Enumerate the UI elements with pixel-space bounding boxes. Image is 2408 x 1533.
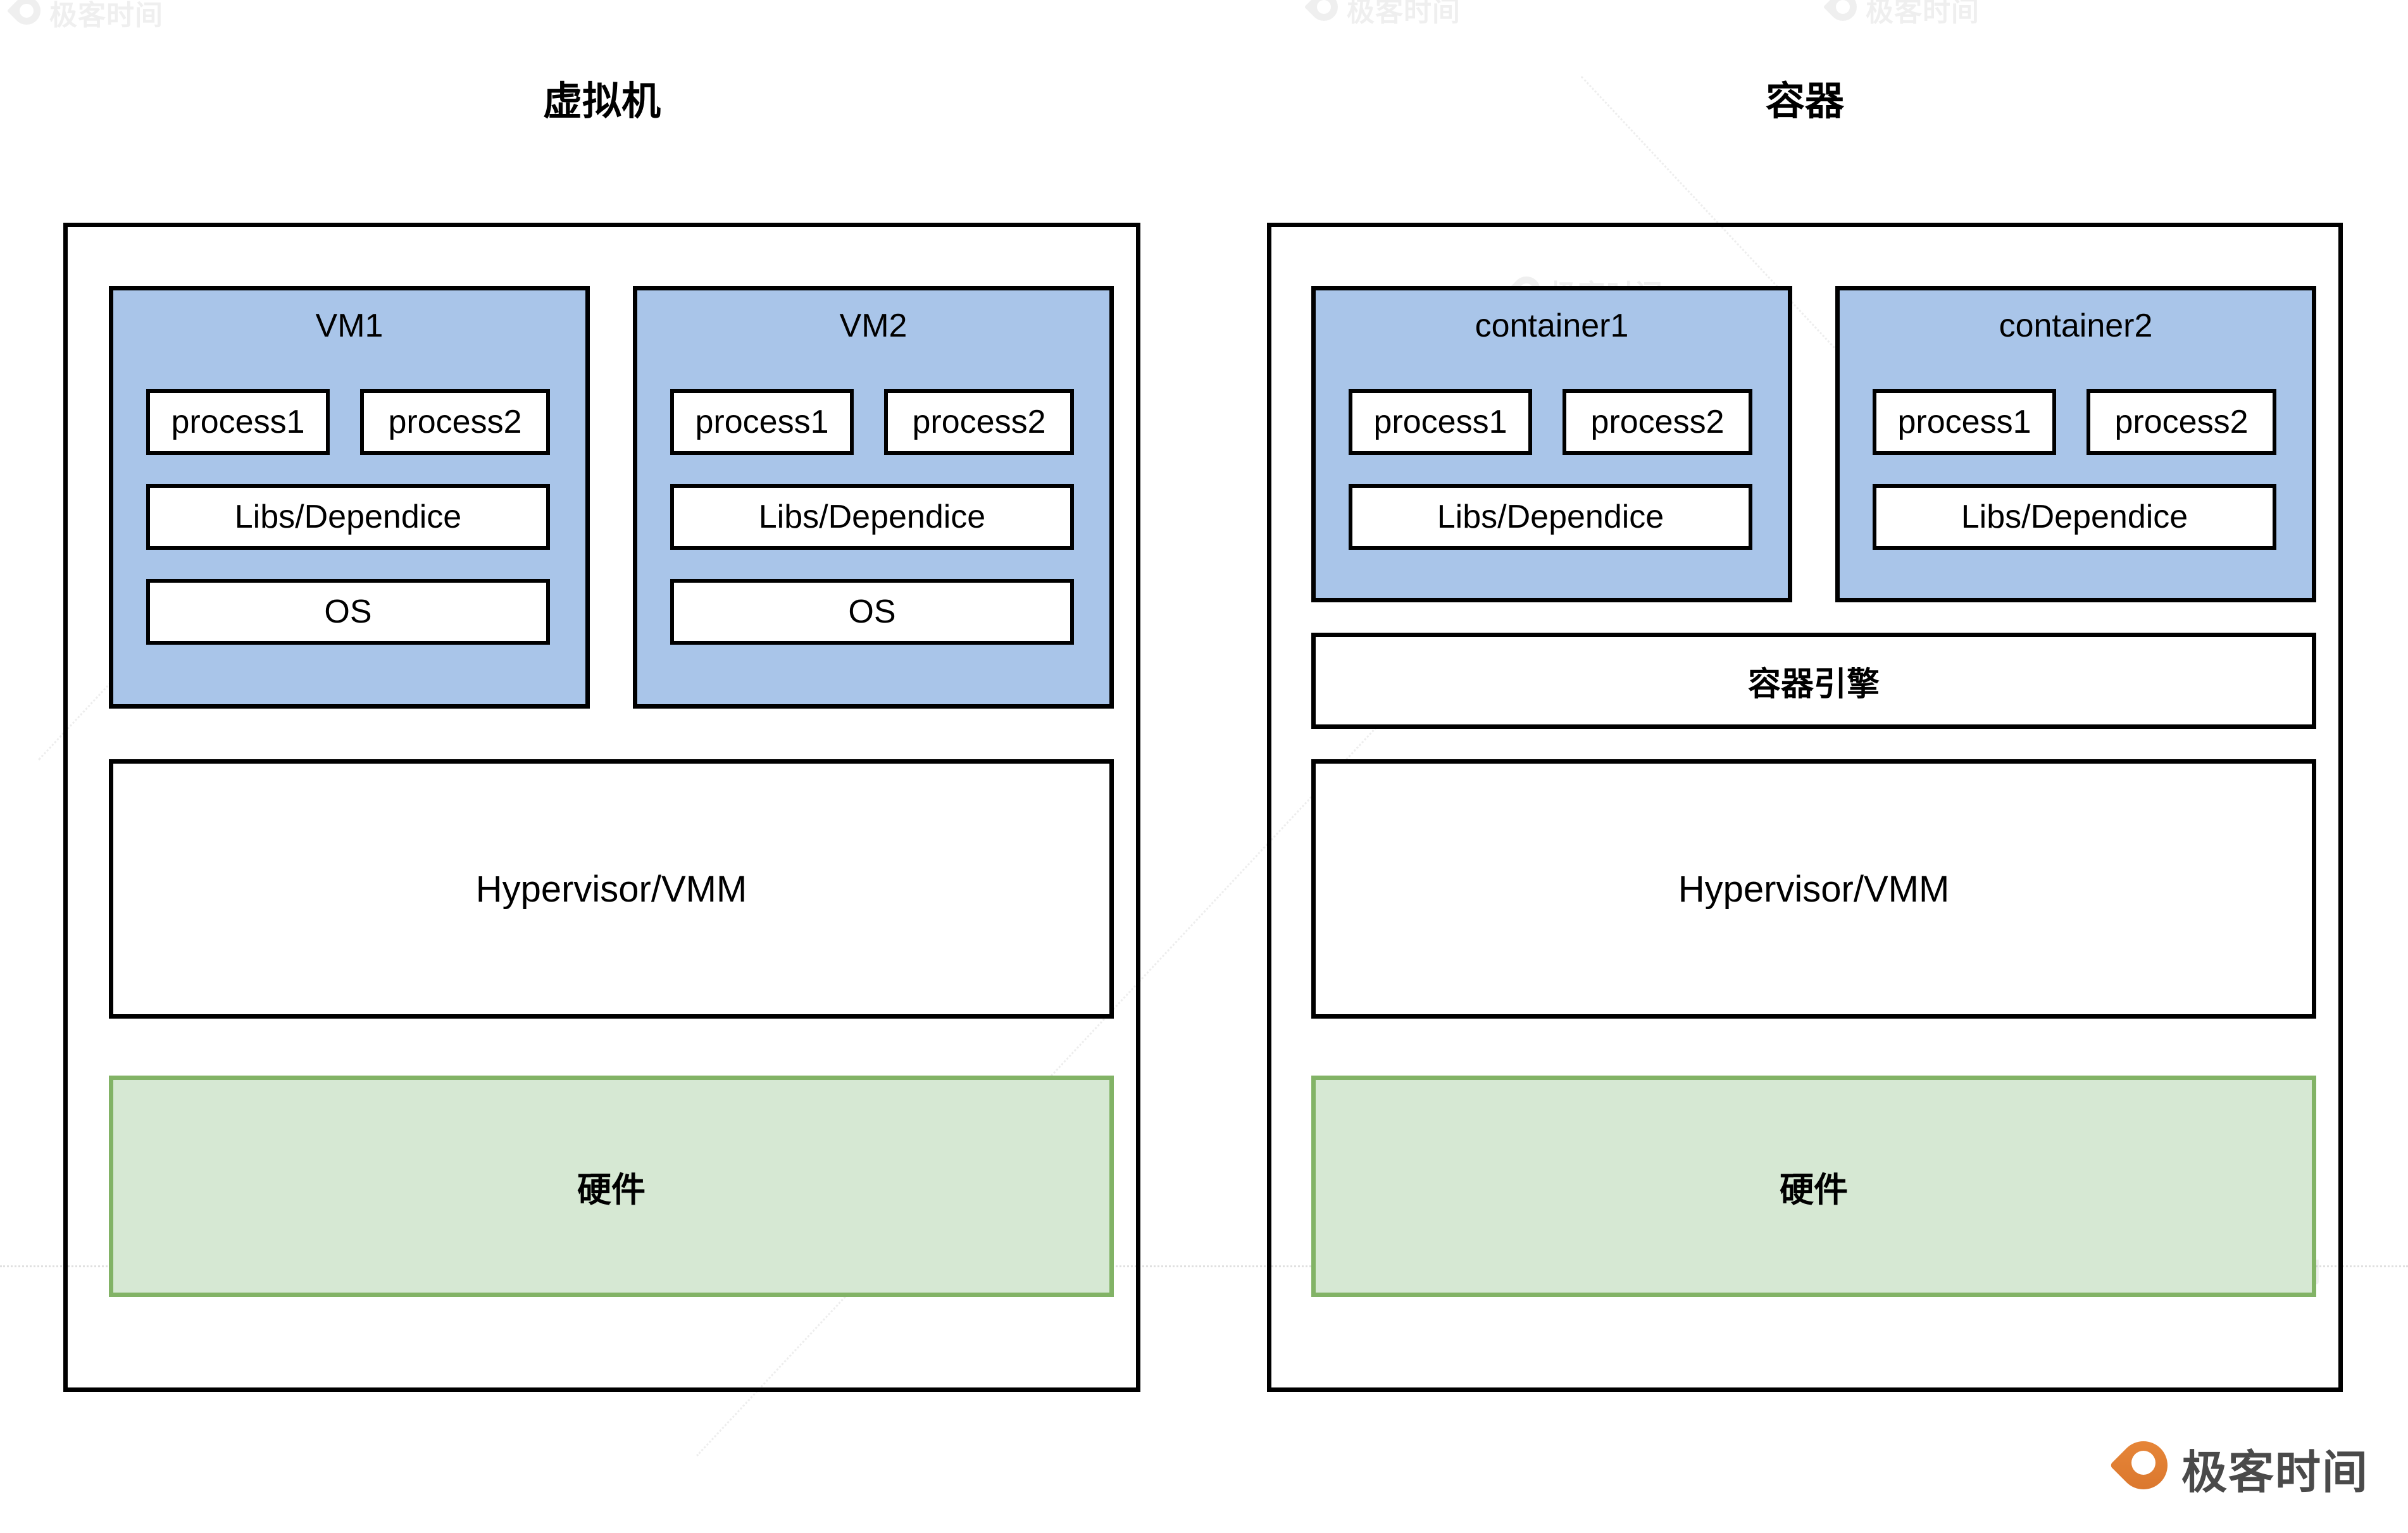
grid-line-horizontal bbox=[0, 1265, 2408, 1267]
container-hardware-box[interactable]: 硬件 bbox=[1311, 1076, 2316, 1297]
brand-logo: 极客时间 bbox=[2119, 1435, 2369, 1501]
container2-label: container2 bbox=[1999, 307, 2153, 344]
container2-process2-box[interactable]: process2 bbox=[2087, 389, 2276, 455]
watermark-text: 极客时间 bbox=[49, 0, 163, 31]
container2-libs-box[interactable]: Libs/Dependice bbox=[1873, 484, 2276, 550]
container2-process1-box[interactable]: process1 bbox=[1873, 389, 2056, 455]
brand-name: 极客时间 bbox=[2181, 1448, 2369, 1498]
container-hardware-label: 硬件 bbox=[1780, 1170, 1848, 1209]
geektime-logo-icon bbox=[1310, 0, 1338, 25]
vm2-label: VM2 bbox=[839, 307, 908, 344]
vm1-process2-box[interactable]: process2 bbox=[360, 389, 550, 455]
geektime-logo-icon bbox=[2119, 1441, 2168, 1496]
watermark-text: 极客时间 bbox=[1347, 0, 1461, 27]
watermark-text: 极客时间 bbox=[1866, 0, 1980, 27]
container2-box[interactable]: container2 process1 process2 Libs/Depend… bbox=[1835, 286, 2316, 602]
vm-hardware-box[interactable]: 硬件 bbox=[109, 1076, 1114, 1297]
vm2-process1-box[interactable]: process1 bbox=[670, 389, 854, 455]
container-engine-box[interactable]: 容器引擎 bbox=[1311, 633, 2316, 729]
geektime-logo-icon bbox=[13, 0, 41, 28]
vm-hypervisor-box[interactable]: Hypervisor/VMM bbox=[109, 759, 1114, 1019]
container-panel bbox=[1267, 223, 2343, 1392]
vm1-process1-box[interactable]: process1 bbox=[146, 389, 330, 455]
container1-process2-box[interactable]: process2 bbox=[1563, 389, 1752, 455]
vm1-os-box[interactable]: OS bbox=[146, 579, 550, 645]
vm1-label: VM1 bbox=[315, 307, 384, 344]
vm-hypervisor-label: Hypervisor/VMM bbox=[475, 868, 747, 910]
geektime-logo-icon bbox=[1829, 0, 1857, 25]
section-title-container: 容器 bbox=[1765, 80, 1844, 123]
vm2-libs-box[interactable]: Libs/Dependice bbox=[670, 484, 1074, 550]
container1-box[interactable]: container1 process1 process2 Libs/Depend… bbox=[1311, 286, 1792, 602]
container1-process1-box[interactable]: process1 bbox=[1349, 389, 1532, 455]
vm-panel bbox=[63, 223, 1140, 1392]
container-hypervisor-box[interactable]: Hypervisor/VMM bbox=[1311, 759, 2316, 1019]
container1-label: container1 bbox=[1475, 307, 1629, 344]
vm2-process2-box[interactable]: process2 bbox=[884, 389, 1074, 455]
vm1-box[interactable]: VM1 process1 process2 Libs/Dependice OS bbox=[109, 286, 590, 709]
vm2-box[interactable]: VM2 process1 process2 Libs/Dependice OS bbox=[633, 286, 1114, 709]
watermark: 极客时间 bbox=[13, 0, 163, 33]
vm2-os-box[interactable]: OS bbox=[670, 579, 1074, 645]
vm-hardware-label: 硬件 bbox=[577, 1170, 646, 1209]
container-hypervisor-label: Hypervisor/VMM bbox=[1678, 868, 1950, 910]
vm1-libs-box[interactable]: Libs/Dependice bbox=[146, 484, 550, 550]
watermark: 极客时间 bbox=[1829, 0, 1980, 29]
watermark: 极客时间 bbox=[1310, 0, 1461, 29]
container-engine-label: 容器引擎 bbox=[1747, 666, 1880, 703]
container1-libs-box[interactable]: Libs/Dependice bbox=[1349, 484, 1752, 550]
section-title-virtual-machine: 虚拟机 bbox=[542, 80, 661, 123]
